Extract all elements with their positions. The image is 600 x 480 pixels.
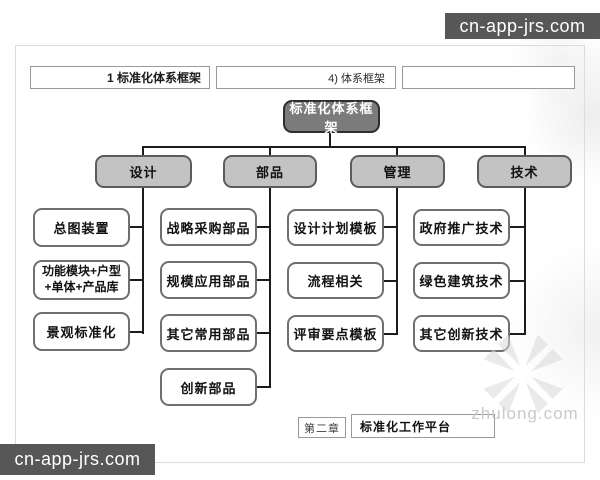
- node-parts-child-scale: 规模应用部品: [160, 261, 257, 299]
- node-branch-parts: 部品: [223, 155, 317, 188]
- connector-stub: [256, 332, 271, 334]
- node-branch-design: 设计: [95, 155, 192, 188]
- connector-stub: [509, 333, 526, 335]
- node-mgmt-child-process: 流程相关: [287, 262, 384, 299]
- node-parts-child-common: 其它常用部品: [160, 314, 257, 352]
- node-parts-child-innovative: 创新部品: [160, 368, 257, 406]
- connector-stub: [129, 226, 144, 228]
- node-mgmt-child-plan-template: 设计计划模板: [287, 209, 384, 246]
- header-section-box: 1 标准化体系框架: [30, 66, 210, 89]
- connector-stub: [129, 279, 144, 281]
- node-root-framework: 标准化体系框架: [283, 100, 380, 135]
- connector-stub: [256, 279, 271, 281]
- header-empty-box: [402, 66, 575, 89]
- pinwheel-logo-icon: [477, 328, 569, 425]
- page-border: [15, 45, 585, 463]
- connector-stub: [256, 386, 271, 388]
- connector-trunk-management: [396, 187, 398, 334]
- node-parts-child-strategic: 战略采购部品: [160, 208, 257, 246]
- node-design-child-site-layout: 总图装置: [33, 208, 130, 247]
- site-badge-top-right: cn-app-jrs.com: [445, 13, 600, 39]
- header-subsection-box: 4) 体系框架: [216, 66, 396, 89]
- connector-branch-drop: [269, 146, 271, 156]
- connector-stub: [509, 280, 526, 282]
- site-badge-bottom-left: cn-app-jrs.com: [0, 444, 155, 475]
- connector-main-horizontal: [142, 146, 526, 148]
- connector-branch-drop: [396, 146, 398, 156]
- footer-chapter-box: 第二章: [298, 417, 346, 438]
- connector-trunk-design: [142, 187, 144, 334]
- node-tech-child-government: 政府推广技术: [413, 209, 510, 246]
- connector-trunk-parts: [269, 187, 271, 388]
- connector-stub: [509, 226, 526, 228]
- node-mgmt-child-review-template: 评审要点模板: [287, 315, 384, 352]
- connector-stub: [383, 226, 398, 228]
- node-tech-child-green: 绿色建筑技术: [413, 262, 510, 299]
- connector-stub: [129, 331, 144, 333]
- connector-stub: [256, 226, 271, 228]
- connector-stub: [383, 280, 398, 282]
- node-design-child-landscape: 景观标准化: [33, 312, 130, 351]
- node-tech-child-innovative: 其它创新技术: [413, 315, 510, 352]
- node-branch-technology: 技术: [477, 155, 572, 188]
- connector-branch-drop: [524, 146, 526, 156]
- connector-root-drop: [329, 133, 331, 147]
- connector-stub: [383, 333, 398, 335]
- watermark-site-text: zhulong.com: [471, 404, 579, 423]
- node-branch-management: 管理: [350, 155, 445, 188]
- connector-branch-drop: [142, 146, 144, 156]
- node-design-child-modules: 功能模块+户型+单体+产品库: [33, 260, 130, 300]
- footer-title-box: 标准化工作平台: [351, 414, 495, 438]
- connector-trunk-technology: [524, 187, 526, 334]
